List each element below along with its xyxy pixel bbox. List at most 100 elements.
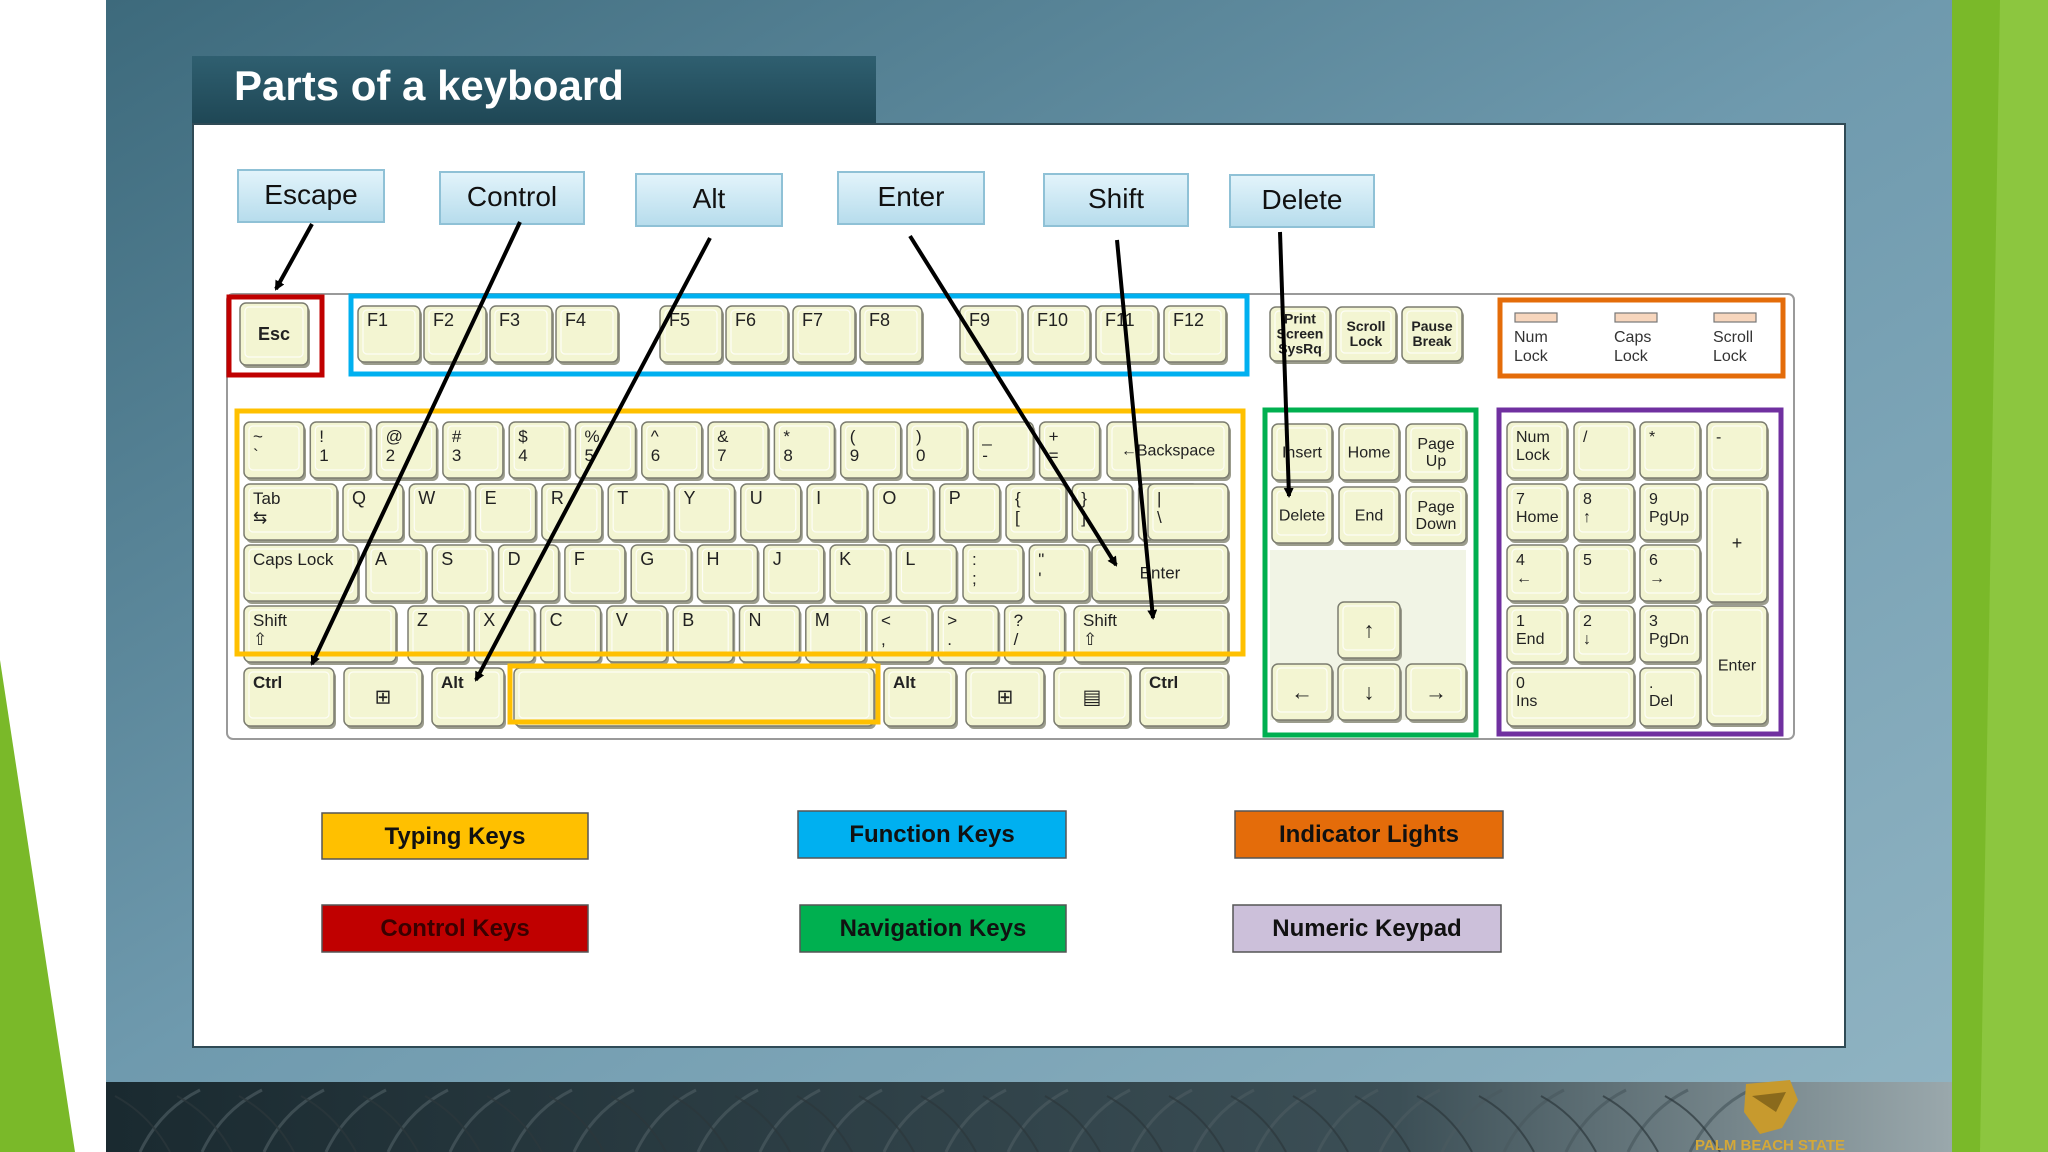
key-label: P [949,488,961,508]
key-label: End [1355,507,1383,524]
key-j: J [763,544,826,604]
key-ctrl-right: Ctrl [1139,667,1230,729]
key-label: % [585,427,600,446]
typing-keys-frame [234,408,1246,657]
key-f9: F9 [959,305,1024,365]
key-label: ? [1014,611,1023,630]
key-numpad-2: * [1639,421,1702,481]
key-label: 4 [1516,552,1525,569]
navigation-keys-frame [1262,407,1479,738]
key-arrow-up: ↑ [1337,601,1402,661]
callout-enter: Enter [837,171,985,225]
key-d: D [497,544,561,604]
key-label: Up [1426,453,1447,470]
key-label: ] [1081,508,1086,527]
key-label: F8 [869,310,890,330]
callout-arrow-4 [1115,239,1158,620]
key-backspace: ←Backspace [1106,421,1231,481]
key-label: Shift [1083,611,1117,630]
key-z: Z [407,605,470,665]
key-alt-right: Alt [883,667,958,729]
key-label: Tab [253,489,280,508]
key-label: 5 [1583,552,1592,569]
key-label: 3 [452,446,461,465]
left-green-accent [0,660,75,1152]
key-numpad-3: - [1706,421,1769,481]
key-label: 9 [850,446,859,465]
key-label: ! [319,427,324,446]
key-label: ~ [253,427,263,446]
key-label: ▤ [1083,687,1102,709]
key-label: PgUp [1649,509,1689,526]
key-w: W [408,483,472,543]
key-num-8: *8 [773,421,837,481]
key-label: ; [972,569,977,588]
key-f: F [564,544,627,604]
callout-shift: Shift [1043,173,1189,227]
key-nav-4: End [1338,486,1401,546]
key-f10: F10 [1027,305,1092,365]
key-label: 7 [1516,491,1525,508]
control-keys-frame [226,294,325,378]
key-label: Q [352,488,366,508]
key-num-2: @2 [375,421,439,481]
callout-delete: Delete [1229,174,1375,228]
key-f8: F8 [859,305,924,365]
key-label: \ [1157,508,1162,527]
key-label: → [1649,570,1665,587]
key-label: B [682,610,694,630]
key-label: Page [1417,499,1454,516]
key-label: Alt [893,673,916,692]
key-numpad-5: 8↑ [1573,483,1636,543]
legend-control-label: Control Keys [380,915,529,942]
key-num-9: (9 [839,421,903,481]
key-alt-left: Alt [431,667,506,729]
key-label: * [1649,429,1655,446]
key-label: T [617,488,628,508]
space-bar-frame [507,663,881,725]
key-label: Home [1348,444,1391,461]
key-numpad-12: 2↓ [1573,605,1636,665]
key-shift-right: Shift⇧ [1073,605,1230,665]
key-label: 5 [585,446,594,465]
callout-arrow-2 [474,237,712,682]
key-label: Delete [1279,507,1325,524]
callout-control: Control [439,171,585,225]
college-logo-text: PALM BEACH STATE [1695,1137,1845,1152]
key-f3: F3 [489,305,554,365]
key-enter: Enter [1091,544,1230,604]
key-label: 0 [916,446,925,465]
key-punct-0: :; [962,544,1025,604]
key-num-0: ~` [243,421,306,481]
key-label: ' [1038,569,1041,588]
callout-alt-label: Alt [693,183,726,214]
key-label: F1 [367,310,388,330]
key-i: I [806,483,870,543]
key-punct2-0: <, [871,605,934,665]
key-label: → [1425,679,1447,704]
key-label: # [452,427,462,446]
key-label: Ctrl [1149,673,1178,692]
indicator-lights-frame [1497,297,1786,379]
key-label: F9 [969,310,990,330]
key-arrow-right: → [1405,663,1468,723]
key-label: 4 [518,446,527,465]
legend-function: Function Keys [797,810,1067,859]
key-v: V [606,605,669,665]
key-label: 1 [1516,613,1525,630]
key-label: 1 [319,446,328,465]
key-label: H [707,549,720,569]
key-num-3: #3 [442,421,505,481]
key-win-right: ⊞ [965,667,1046,729]
right-green-shade [1980,0,2048,1152]
key-label: G [640,549,654,569]
callout-control-label: Control [467,181,557,212]
footer-band [106,1082,1952,1152]
key-label: Lock [1516,447,1551,464]
key-label: / [1014,630,1019,649]
key-f1: F1 [357,305,422,365]
